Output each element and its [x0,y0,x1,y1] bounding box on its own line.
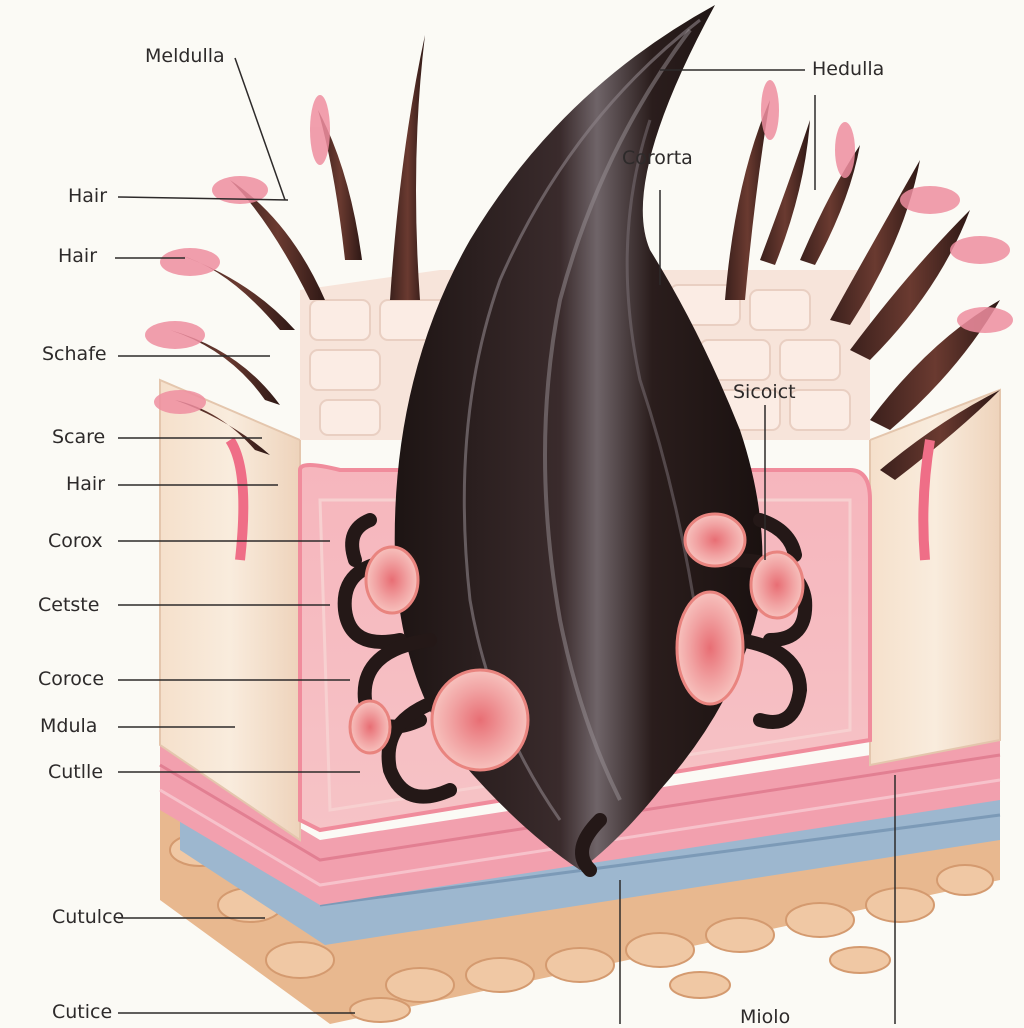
label-left-7: Cetste [38,594,100,616]
label-top-left-meldulla: Meldulla [145,45,225,67]
label-cortex-right: Sicoict [733,381,796,403]
label-cortex-upper: Cororta [622,147,693,169]
label-left-6: Corox [48,530,103,552]
label-left-3: Schafe [42,343,107,365]
label-left-10: Cutlle [48,761,104,783]
label-left-8: Coroce [38,668,105,690]
label-left-9: Mdula [40,715,98,737]
label-left-1: Hair [68,185,108,207]
label-left-4: Scare [52,426,106,448]
label-left-5: Hair [66,473,106,495]
label-top-right-hedulla: Hedulla [812,58,885,80]
label-bottom-right: Miolo [740,1006,791,1028]
label-left-2: Hair [58,245,98,267]
label-left-12: Cutice [52,1001,113,1023]
label-left-11: Cutulce [52,906,125,928]
